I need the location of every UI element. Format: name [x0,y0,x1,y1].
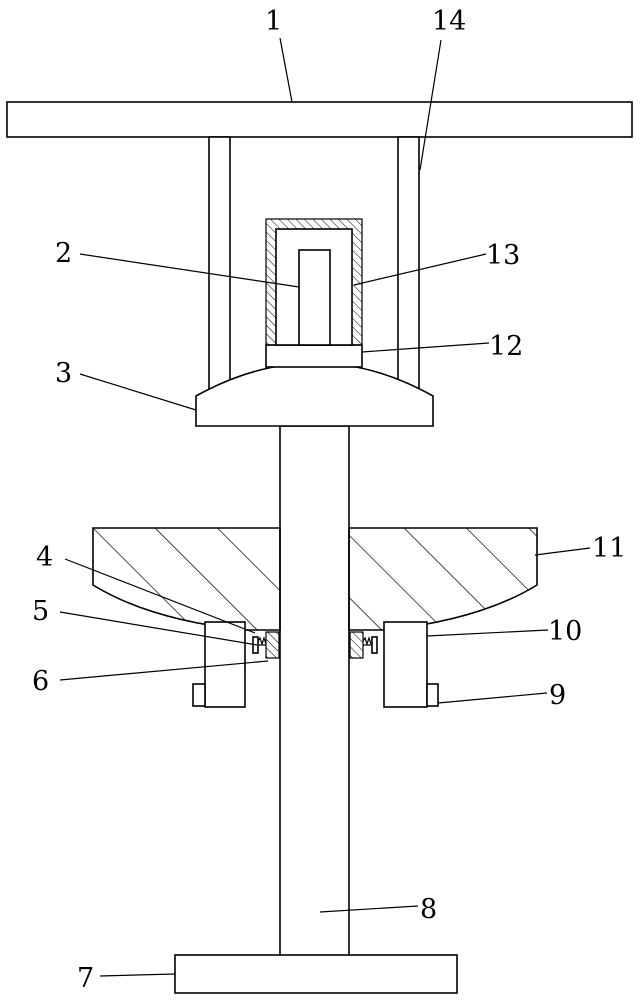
label-3: 3 [55,358,72,389]
top-plate [6,101,633,138]
hatched-disc [92,527,538,631]
label-5: 5 [32,596,49,627]
piston-rod [298,249,331,346]
label-11: 11 [592,533,626,564]
base-plate [174,954,458,994]
label-12: 12 [489,331,523,362]
label-9: 9 [549,680,566,711]
label-13: 13 [486,240,520,271]
adjusting-knobs [192,683,439,707]
label-14: 14 [432,6,466,37]
vertical-shaft [279,425,350,957]
leader-lines [59,37,591,977]
support-columns [208,136,420,396]
cylinder-base-block [265,344,363,368]
label-1: 1 [265,6,282,37]
reference-numerals: 1 14 2 13 12 3 11 4 5 10 6 9 8 7 [32,6,626,994]
label-7: 7 [77,963,94,994]
label-4: 4 [36,542,53,573]
label-2: 2 [55,238,72,269]
label-10: 10 [548,616,582,647]
label-6: 6 [32,666,49,697]
clamp-screws [252,631,378,659]
label-8: 8 [420,894,437,925]
